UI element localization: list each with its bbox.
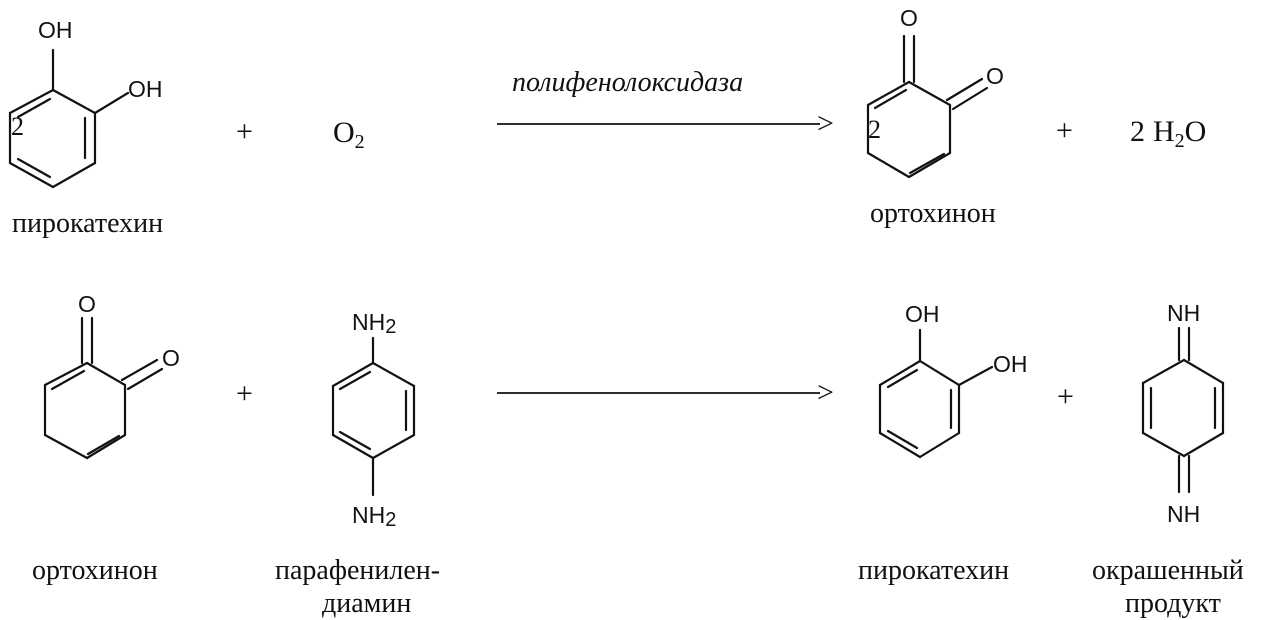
compound-name: ортохинон	[32, 555, 158, 586]
compound-name: пирокатехин	[858, 555, 1009, 586]
oxygen-label: O	[986, 63, 1004, 89]
compound-name-line1: парафенилен-	[275, 555, 440, 586]
compound-name-line2: диамин	[322, 588, 411, 619]
amine-label: NH	[352, 309, 385, 335]
reaction-arrowhead: >	[817, 107, 834, 140]
amine-subscript: 2	[385, 316, 396, 338]
oxygen-formula: O2	[333, 116, 365, 153]
stoichiometric-coefficient: 2	[11, 112, 24, 141]
amine-label: NH	[352, 502, 385, 528]
pyrocatechol-structure-r1: OH OH 2	[8, 17, 163, 189]
oh-label: OH	[993, 351, 1028, 377]
formula-subscript: 2	[355, 131, 365, 153]
oh-label: OH	[128, 76, 163, 102]
compound-name: ортохинон	[870, 198, 996, 229]
oh-label: OH	[905, 301, 940, 327]
reaction-1: OH OH 2 пирокатехин + O2 полифенолоксида…	[8, 5, 1206, 239]
oxygen-label: O	[900, 5, 918, 31]
stoichiometric-coefficient: 2	[868, 115, 881, 144]
oh-label: OH	[38, 17, 73, 43]
orthoquinone-structure-r2: O O	[43, 291, 180, 460]
oxygen-label: O	[162, 345, 180, 371]
amine-subscript: 2	[385, 509, 396, 531]
svg-text:NH2: NH2	[352, 502, 396, 531]
svg-text:O2: O2	[333, 116, 365, 153]
formula-main: H	[1153, 115, 1175, 148]
stoichiometric-coefficient: 2	[1130, 115, 1145, 148]
plus-sign: +	[236, 115, 253, 148]
formula-subscript: 2	[1175, 130, 1185, 152]
formula-main: O	[333, 116, 355, 149]
reaction-2: O O ортохинон + NH2 NH2 парафенилен- диа…	[32, 291, 1244, 619]
oxygen-label: O	[78, 291, 96, 317]
reaction-arrowhead: >	[817, 376, 834, 409]
colored-product-structure: NH NH	[1141, 300, 1225, 527]
imine-label: NH	[1167, 300, 1200, 326]
plus-sign: +	[236, 377, 253, 410]
formula-main: O	[1185, 115, 1207, 148]
compound-name-line2: продукт	[1125, 588, 1221, 619]
imine-label: NH	[1167, 501, 1200, 527]
compound-name: пирокатехин	[12, 208, 163, 239]
plus-sign: +	[1057, 380, 1074, 413]
paraphenylenediamine-structure: NH2 NH2	[331, 309, 416, 531]
compound-name-line1: окрашенный	[1092, 555, 1244, 586]
svg-text:NH2: NH2	[352, 309, 396, 338]
enzyme-label: полифенолоксидаза	[512, 67, 743, 98]
orthoquinone-structure-r1: O O 2	[866, 5, 1004, 179]
pyrocatechol-structure-r2: OH OH	[878, 301, 1028, 459]
plus-sign: +	[1056, 114, 1073, 147]
